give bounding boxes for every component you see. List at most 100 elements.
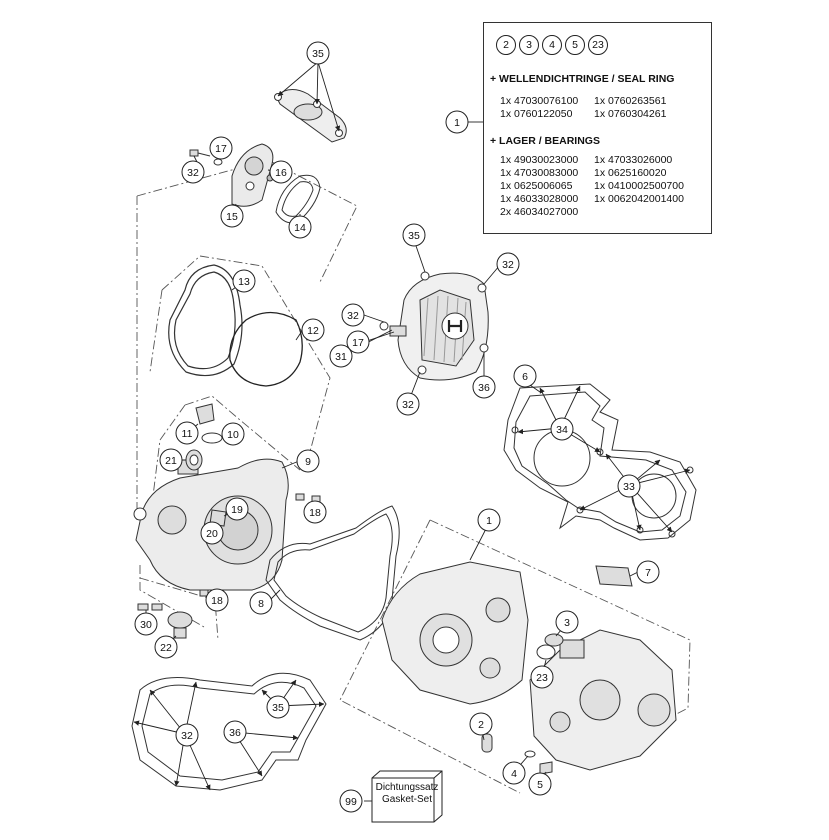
callout-label: 14 [294, 222, 306, 234]
water-pump-cover [274, 89, 347, 143]
bolt-part [189, 149, 211, 157]
callout-label: 3 [564, 617, 570, 629]
bearing-parts [481, 565, 633, 775]
callout-label: 19 [231, 504, 243, 516]
callout-label: 36 [229, 727, 241, 739]
crankcase-halves [381, 561, 677, 771]
list-item: 1x 46033028000 1x 0062042001400 [500, 193, 710, 206]
part-number [594, 206, 688, 219]
callout-36-ignition: 36 [472, 375, 496, 399]
list-item: 1x 47030083000 1x 0625160020 [500, 167, 710, 180]
callout-11: 11 [175, 421, 199, 445]
gasket-set-box-outline [371, 770, 443, 823]
callout-32-ign-bottom: 32 [396, 392, 420, 416]
callout-19: 19 [225, 497, 249, 521]
ignition-cover [379, 271, 489, 381]
callout-label: 11 [182, 428, 193, 440]
callout-21: 21 [159, 448, 183, 472]
callout-label: 30 [140, 619, 152, 631]
callout-99: 99 [339, 789, 363, 813]
callout-label: 32 [502, 259, 514, 271]
callout-label: 1 [454, 117, 460, 129]
part-number: 1x 0410002500700 [594, 180, 684, 192]
list-item: 1x 0760122050 1x 0760304261 [500, 108, 710, 121]
callout-label: 2 [478, 719, 484, 731]
part-number: 1x 0760304261 [594, 108, 667, 120]
callout-label: 9 [305, 456, 311, 468]
callout-16: 16 [269, 160, 293, 184]
callout-label: 32 [187, 167, 199, 179]
callout-label: 35 [272, 702, 284, 714]
part-number: 1x 0062042001400 [594, 193, 684, 205]
callout-1-legend: 1 [445, 110, 469, 134]
callout-label: 31 [335, 351, 347, 363]
callout-label: 4 [511, 768, 517, 780]
callout-32-gasket: 32 [175, 723, 199, 747]
callout-17-pump: 17 [209, 136, 233, 160]
legend-chip-row: 2 3 4 5 23 [496, 35, 608, 55]
callout-32-ign-right: 32 [496, 252, 520, 276]
callout-15: 15 [220, 204, 244, 228]
crankcase-gasket [503, 383, 697, 541]
seal-ring-list: 1x 47030076100 1x 0760263561 1x 07601220… [500, 95, 710, 121]
callout-label: 1 [486, 515, 492, 527]
callout-34: 34 [550, 417, 574, 441]
seal-ring-heading: + WELLENDICHTRINGE / SEAL RING [490, 73, 675, 85]
callout-label: 6 [522, 371, 528, 383]
list-item: 1x 49030023000 1x 47033026000 [500, 154, 710, 167]
callout-30: 30 [134, 612, 158, 636]
part-number: 1x 46033028000 [500, 193, 579, 205]
callout-label: 16 [275, 167, 287, 179]
callout-31: 31 [329, 344, 353, 368]
callout-12: 12 [301, 318, 325, 342]
callout-label: 32 [402, 399, 414, 411]
lower-cover-gasket [131, 672, 327, 791]
callout-label: 13 [238, 276, 250, 288]
shaft-seal [185, 449, 203, 471]
part-number: 2x 46034027000 [500, 206, 579, 218]
oil-filler-plug [195, 403, 223, 444]
callout-label: 35 [312, 48, 324, 60]
o-ring-gasket [229, 311, 303, 387]
callout-label: 20 [206, 528, 218, 540]
parts-legend-panel: 2 3 4 5 23 + WELLENDICHTRINGE / SEAL RIN… [483, 22, 712, 234]
part-number: 1x 0625160020 [594, 167, 667, 179]
callout-10: 10 [221, 422, 245, 446]
callout-label: 99 [345, 796, 357, 808]
callout-label: 32 [347, 310, 359, 322]
callout-label: 17 [352, 337, 364, 349]
callout-labels: 1 1 2 4 5 3 7 6 8 9 10 11 12 13 14 15 16… [134, 41, 660, 813]
callout-label: 32 [181, 730, 193, 742]
callout-3: 3 [555, 610, 579, 634]
callout-5: 5 [528, 772, 552, 796]
part-number: 1x 0760263561 [594, 95, 667, 107]
callout-20: 20 [200, 521, 224, 545]
water-pump-housing [231, 143, 274, 207]
callout-18-lower: 18 [205, 588, 229, 612]
bearings-heading: + LAGER / BEARINGS [490, 135, 600, 147]
part-number: 1x 0760122050 [500, 108, 573, 120]
callout-17-ignition: 17 [346, 330, 370, 354]
list-item: 2x 46034027000 [500, 206, 710, 219]
callout-8: 8 [249, 591, 273, 615]
legend-chip: 3 [519, 35, 539, 55]
legend-chip: 2 [496, 35, 516, 55]
callout-32-pump: 32 [181, 160, 205, 184]
callout-label: 18 [211, 595, 223, 607]
callout-label: 17 [215, 143, 227, 155]
water-pump-impeller [137, 603, 193, 639]
callout-22: 22 [154, 635, 178, 659]
callout-label: 5 [537, 779, 543, 791]
callout-33: 33 [617, 474, 641, 498]
callout-35-ignition: 35 [402, 223, 426, 247]
callout-32-ign-left: 32 [341, 303, 365, 327]
callout-label: 35 [408, 230, 420, 242]
part-number: 1x 47030083000 [500, 167, 579, 179]
legend-chip: 4 [542, 35, 562, 55]
legend-chip: 5 [565, 35, 585, 55]
clutch-cover-seal [168, 264, 243, 377]
callout-9: 9 [296, 449, 320, 473]
part-number: 1x 47030076100 [500, 95, 579, 107]
callout-label: 23 [536, 672, 548, 684]
